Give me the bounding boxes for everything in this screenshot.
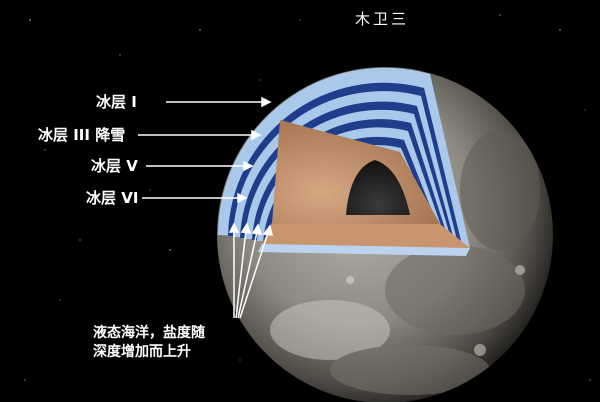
starfield — [24, 14, 591, 381]
label-ice-layer-5: 冰层 V — [91, 157, 138, 175]
moon-surface-texture — [270, 130, 540, 395]
diagram-title: 木卫三 — [355, 10, 410, 28]
cutaway-wedge — [217, 67, 470, 256]
label-ice-layer-1: 冰层 I — [96, 93, 137, 111]
ocean-note: 液态海洋，盐度随 深度增加而上升 — [93, 324, 205, 362]
ocean-note-line2: 深度增加而上升 — [93, 344, 191, 360]
label-ice-layer-6: 冰层 VI — [86, 189, 139, 207]
pointer-lines — [138, 96, 273, 319]
label-ice-layer-3: 冰层 III 降雪 — [38, 126, 126, 144]
ocean-note-line1: 液态海洋，盐度随 — [93, 325, 205, 341]
